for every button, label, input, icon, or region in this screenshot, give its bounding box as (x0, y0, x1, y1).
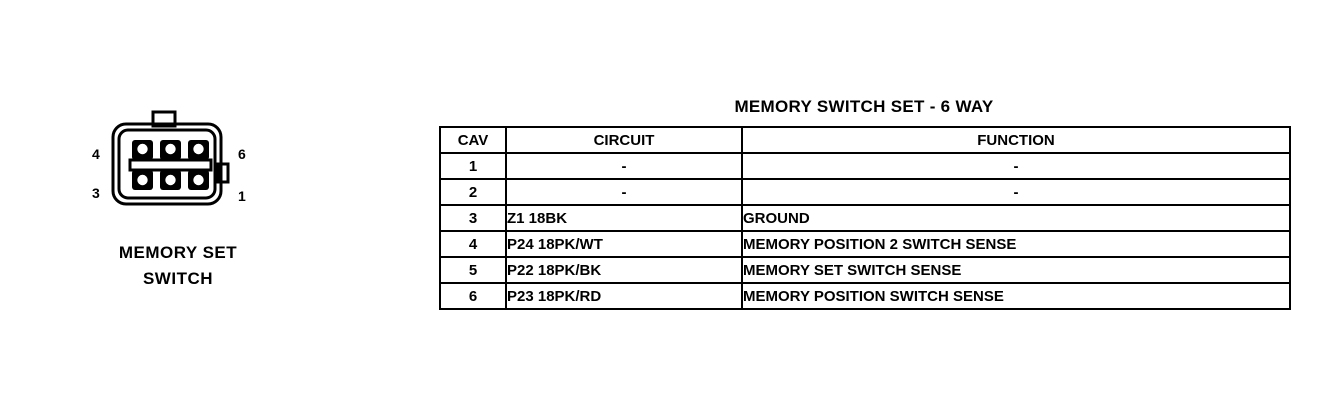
cell-function: MEMORY SET SWITCH SENSE (741, 256, 1291, 284)
cell-cav: 3 (439, 204, 507, 232)
connector-caption-line-1: MEMORY SET (118, 243, 238, 262)
pin-number-6: 6 (238, 146, 246, 162)
table-row: 6 P23 18PK/RD MEMORY POSITION SWITCH SEN… (439, 282, 1291, 310)
cell-cav: 4 (439, 230, 507, 258)
table-row: 4 P24 18PK/WT MEMORY POSITION 2 SWITCH S… (439, 230, 1291, 258)
cell-circuit: P22 18PK/BK (505, 256, 743, 284)
table-header-row: CAV CIRCUIT FUNCTION (439, 126, 1291, 154)
connector-caption-line-2: SWITCH (142, 269, 214, 288)
column-header-function: FUNCTION (741, 126, 1291, 154)
cell-function: GROUND (741, 204, 1291, 232)
pin-number-1: 1 (238, 188, 246, 204)
cavity-table: CAV CIRCUIT FUNCTION 1 - - 2 - - 3 Z1 18… (439, 126, 1291, 310)
cell-function: - (741, 152, 1291, 180)
cell-circuit: Z1 18BK (505, 204, 743, 232)
cell-cav: 1 (439, 152, 507, 180)
cell-circuit: - (505, 152, 743, 180)
cell-cav: 5 (439, 256, 507, 284)
column-header-circuit: CIRCUIT (505, 126, 743, 154)
table-row: 3 Z1 18BK GROUND (439, 204, 1291, 232)
cavity-table-block: MEMORY SWITCH SET - 6 WAY CAV CIRCUIT FU… (439, 96, 1291, 310)
table-row: 1 - - (439, 152, 1291, 180)
cell-cav: 2 (439, 178, 507, 206)
connector-illustration: 4 3 6 1 MEMORY SET SWITCH (78, 108, 278, 303)
column-header-cav: CAV (439, 126, 507, 154)
cell-function: MEMORY POSITION 2 SWITCH SENSE (741, 230, 1291, 258)
table-row: 5 P22 18PK/BK MEMORY SET SWITCH SENSE (439, 256, 1291, 284)
pin-number-4: 4 (92, 146, 100, 162)
cell-function: - (741, 178, 1291, 206)
connector-caption: MEMORY SET SWITCH (78, 240, 278, 292)
connector-6way-icon (111, 110, 230, 206)
table-row: 2 - - (439, 178, 1291, 206)
cell-circuit: P24 18PK/WT (505, 230, 743, 258)
cell-function: MEMORY POSITION SWITCH SENSE (741, 282, 1291, 310)
cell-cav: 6 (439, 282, 507, 310)
table-title: MEMORY SWITCH SET - 6 WAY (734, 97, 994, 116)
cell-circuit: P23 18PK/RD (505, 282, 743, 310)
cell-circuit: - (505, 178, 743, 206)
pin-number-3: 3 (92, 185, 100, 201)
